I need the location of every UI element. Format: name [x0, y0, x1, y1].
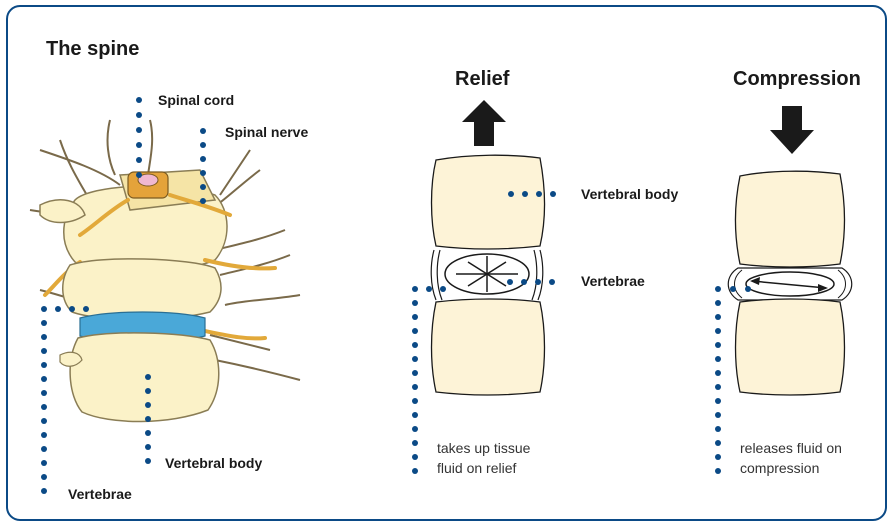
- note-compression: releases fluid on compression: [740, 438, 842, 478]
- label-relief-vertebral-body: Vertebral body: [581, 186, 678, 202]
- page-title: The spine: [46, 38, 139, 61]
- heading-compression: Compression: [733, 68, 861, 91]
- label-spinal-nerve: Spinal nerve: [225, 124, 308, 140]
- label-spinal-cord: Spinal cord: [158, 92, 234, 108]
- spine-illustration: [30, 120, 300, 422]
- note-relief-line1: takes up tissue: [437, 438, 530, 458]
- note-compression-line2: compression: [740, 458, 842, 478]
- note-compression-line1: releases fluid on: [740, 438, 842, 458]
- label-relief-vertebrae: Vertebrae: [581, 273, 645, 289]
- note-relief-line2: fluid on relief: [437, 458, 530, 478]
- label-vertebral-body-left: Vertebral body: [165, 455, 262, 471]
- note-relief: takes up tissue fluid on relief: [437, 438, 530, 478]
- label-vertebrae-left: Vertebrae: [68, 486, 132, 502]
- heading-relief: Relief: [455, 68, 509, 91]
- relief-figure: [431, 100, 544, 395]
- compression-figure: [728, 106, 852, 395]
- leader-spinal-cord: [136, 97, 142, 178]
